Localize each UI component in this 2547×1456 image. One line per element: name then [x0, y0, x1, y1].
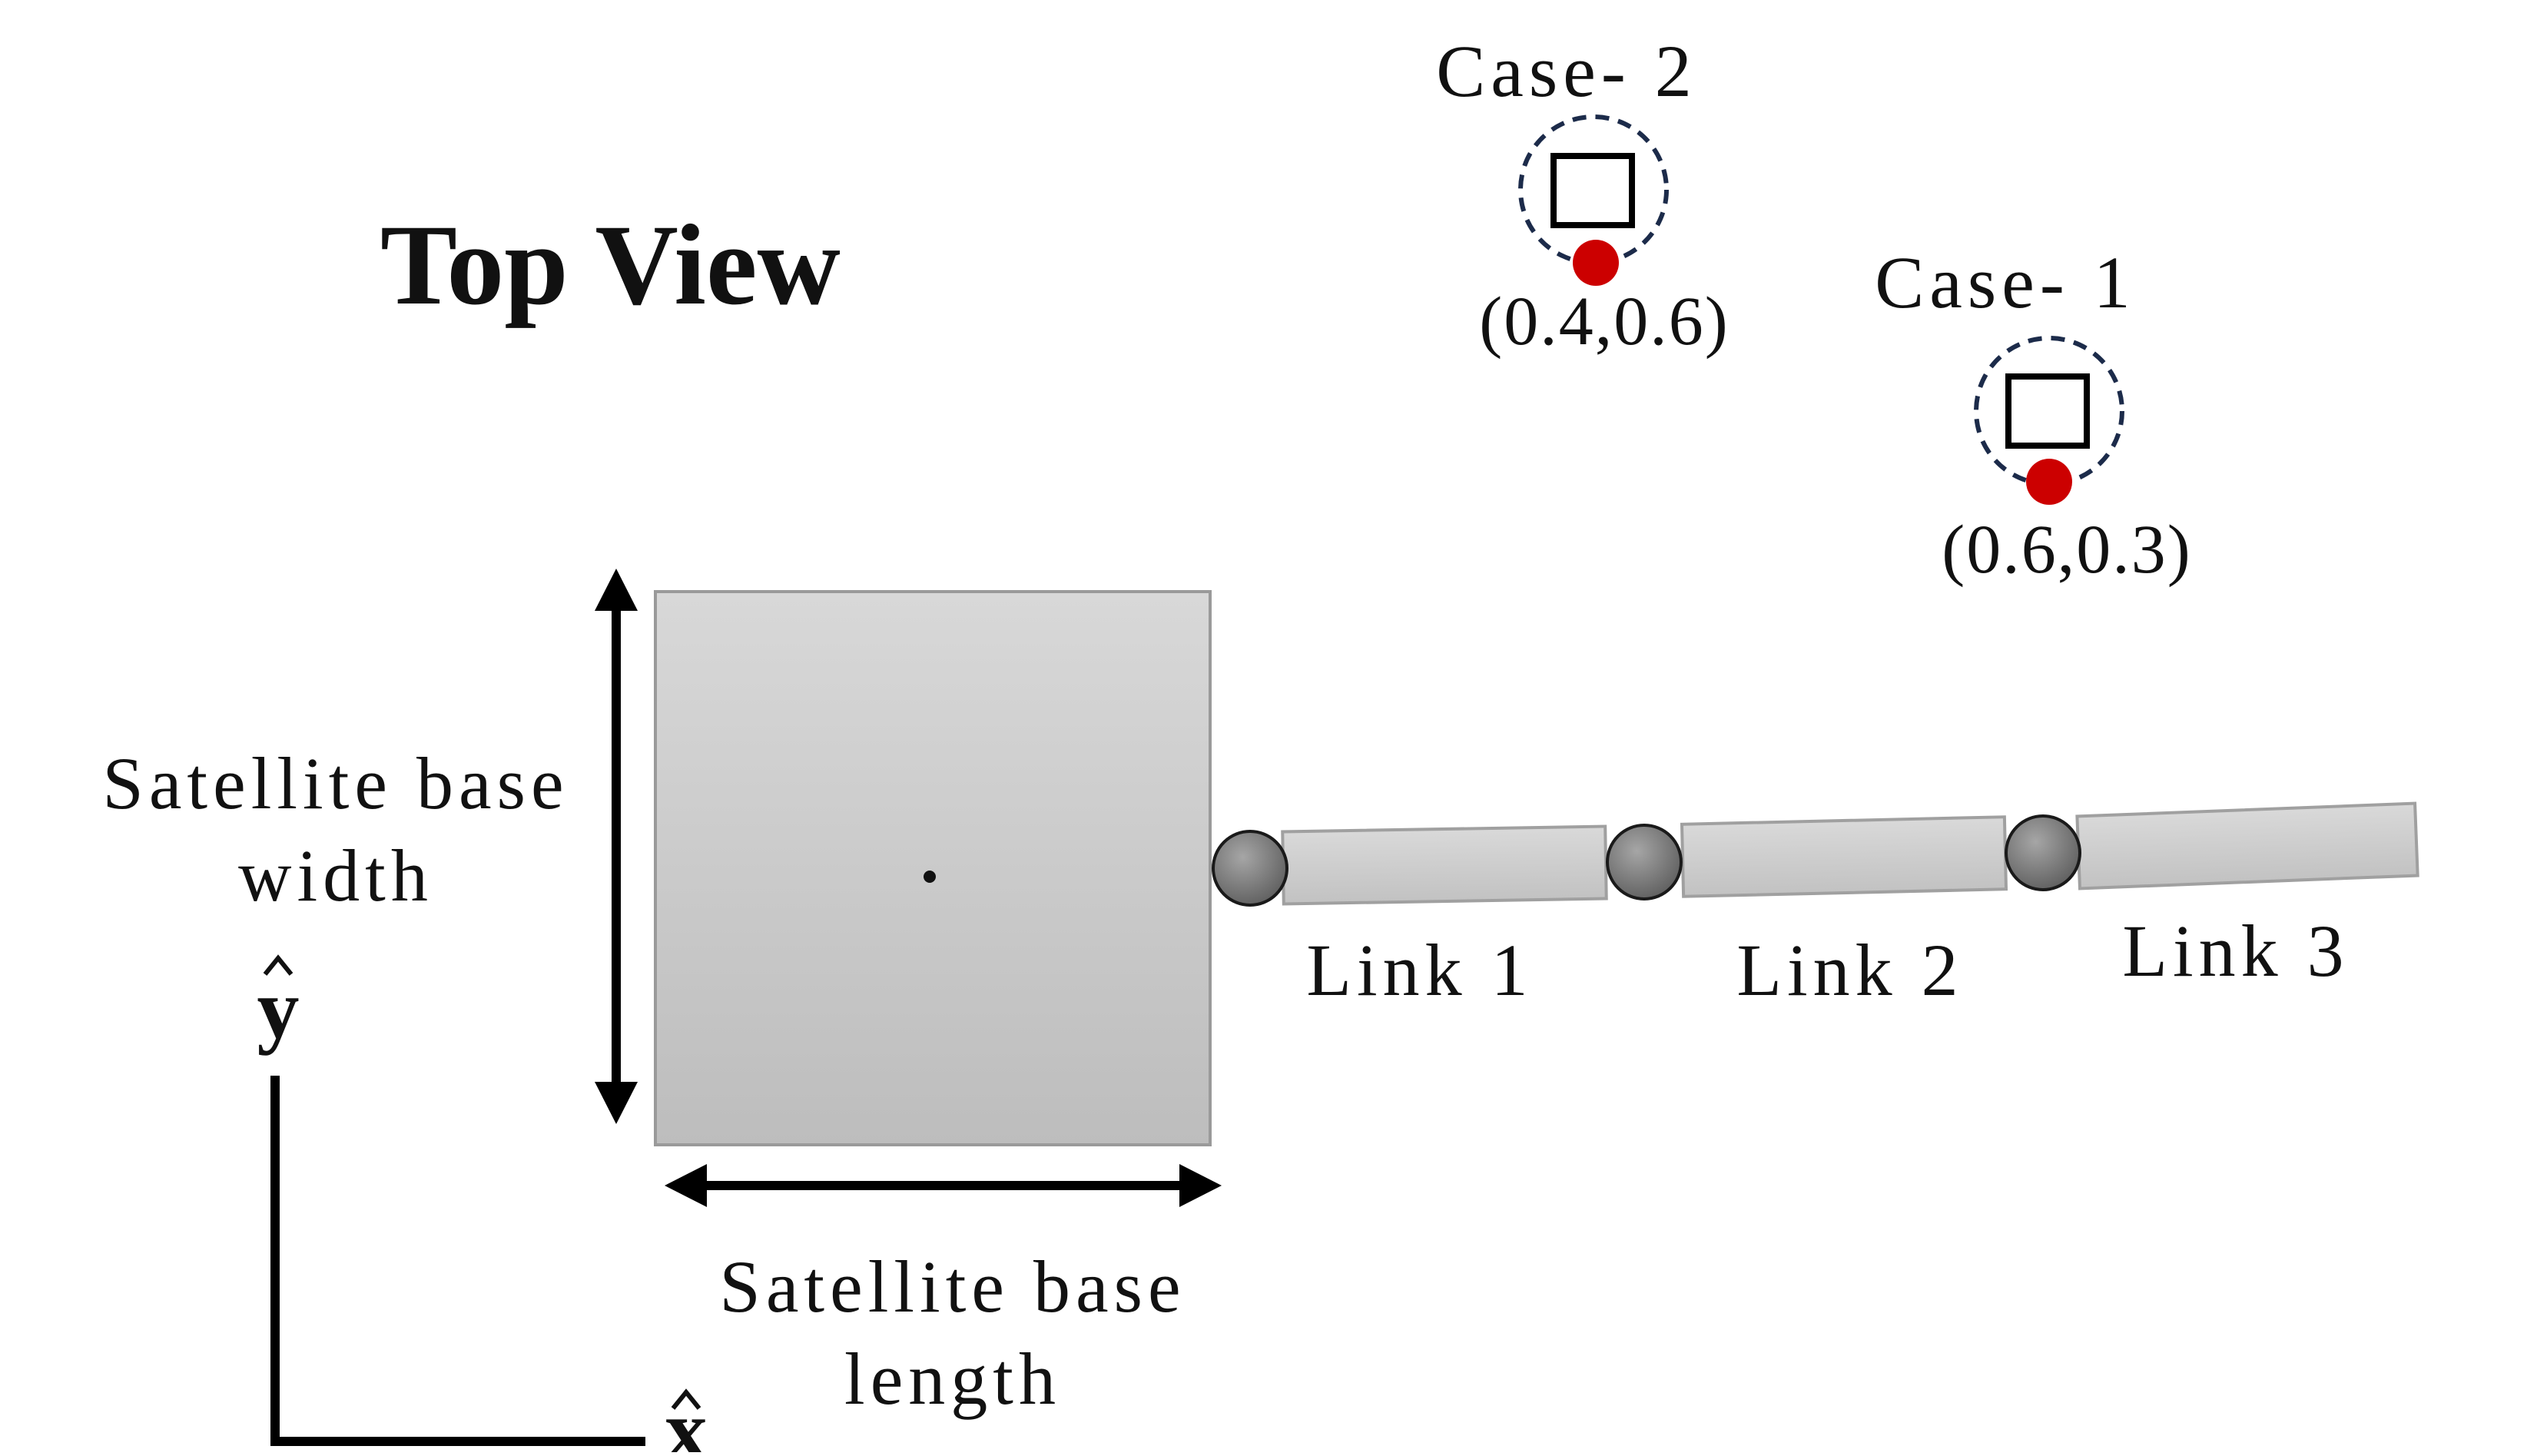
case-1-square — [2005, 373, 2090, 449]
case-2-target — [1518, 114, 1669, 286]
joint-3 — [2005, 814, 2081, 891]
case-1-label: Case- 1 — [1875, 241, 2136, 323]
link-2 — [1680, 815, 2008, 898]
link-2-label: Link 2 — [1736, 929, 1963, 1011]
base-width-label-line2: width — [238, 834, 433, 917]
satellite-base — [654, 590, 1212, 1146]
link-3 — [2075, 801, 2419, 891]
x-axis-hat — [671, 1388, 701, 1410]
case-2-dashed-circle — [1518, 114, 1669, 265]
link-3-label: Link 3 — [2122, 910, 2349, 992]
case-1-dashed-circle — [1974, 336, 2124, 486]
case-2-coord: (0.4,0.6) — [1479, 284, 1729, 360]
case-1-point — [2026, 459, 2072, 505]
y-axis-hat — [263, 954, 294, 976]
case-2-label: Case- 2 — [1436, 30, 1697, 112]
coordinate-axes — [270, 1076, 645, 1446]
y-axis-label: y — [257, 962, 300, 1056]
base-length-label-line1: Satellite base — [719, 1245, 1186, 1328]
link-1-label: Link 1 — [1306, 929, 1533, 1011]
base-length-label-line2: length — [844, 1338, 1061, 1420]
page-title: Top View — [380, 201, 841, 329]
case-2-square — [1550, 153, 1635, 228]
case-1-target — [1974, 336, 2124, 505]
width-arrow — [595, 569, 638, 1124]
base-center-dot — [924, 871, 936, 883]
case-1-coord: (0.6,0.3) — [1942, 512, 2191, 588]
joint-2 — [1606, 824, 1683, 900]
link-1 — [1281, 824, 1608, 906]
length-arrow — [665, 1164, 1222, 1207]
base-width-label-line1: Satellite base — [102, 742, 569, 824]
case-2-point — [1573, 240, 1619, 286]
joint-1 — [1212, 830, 1288, 907]
